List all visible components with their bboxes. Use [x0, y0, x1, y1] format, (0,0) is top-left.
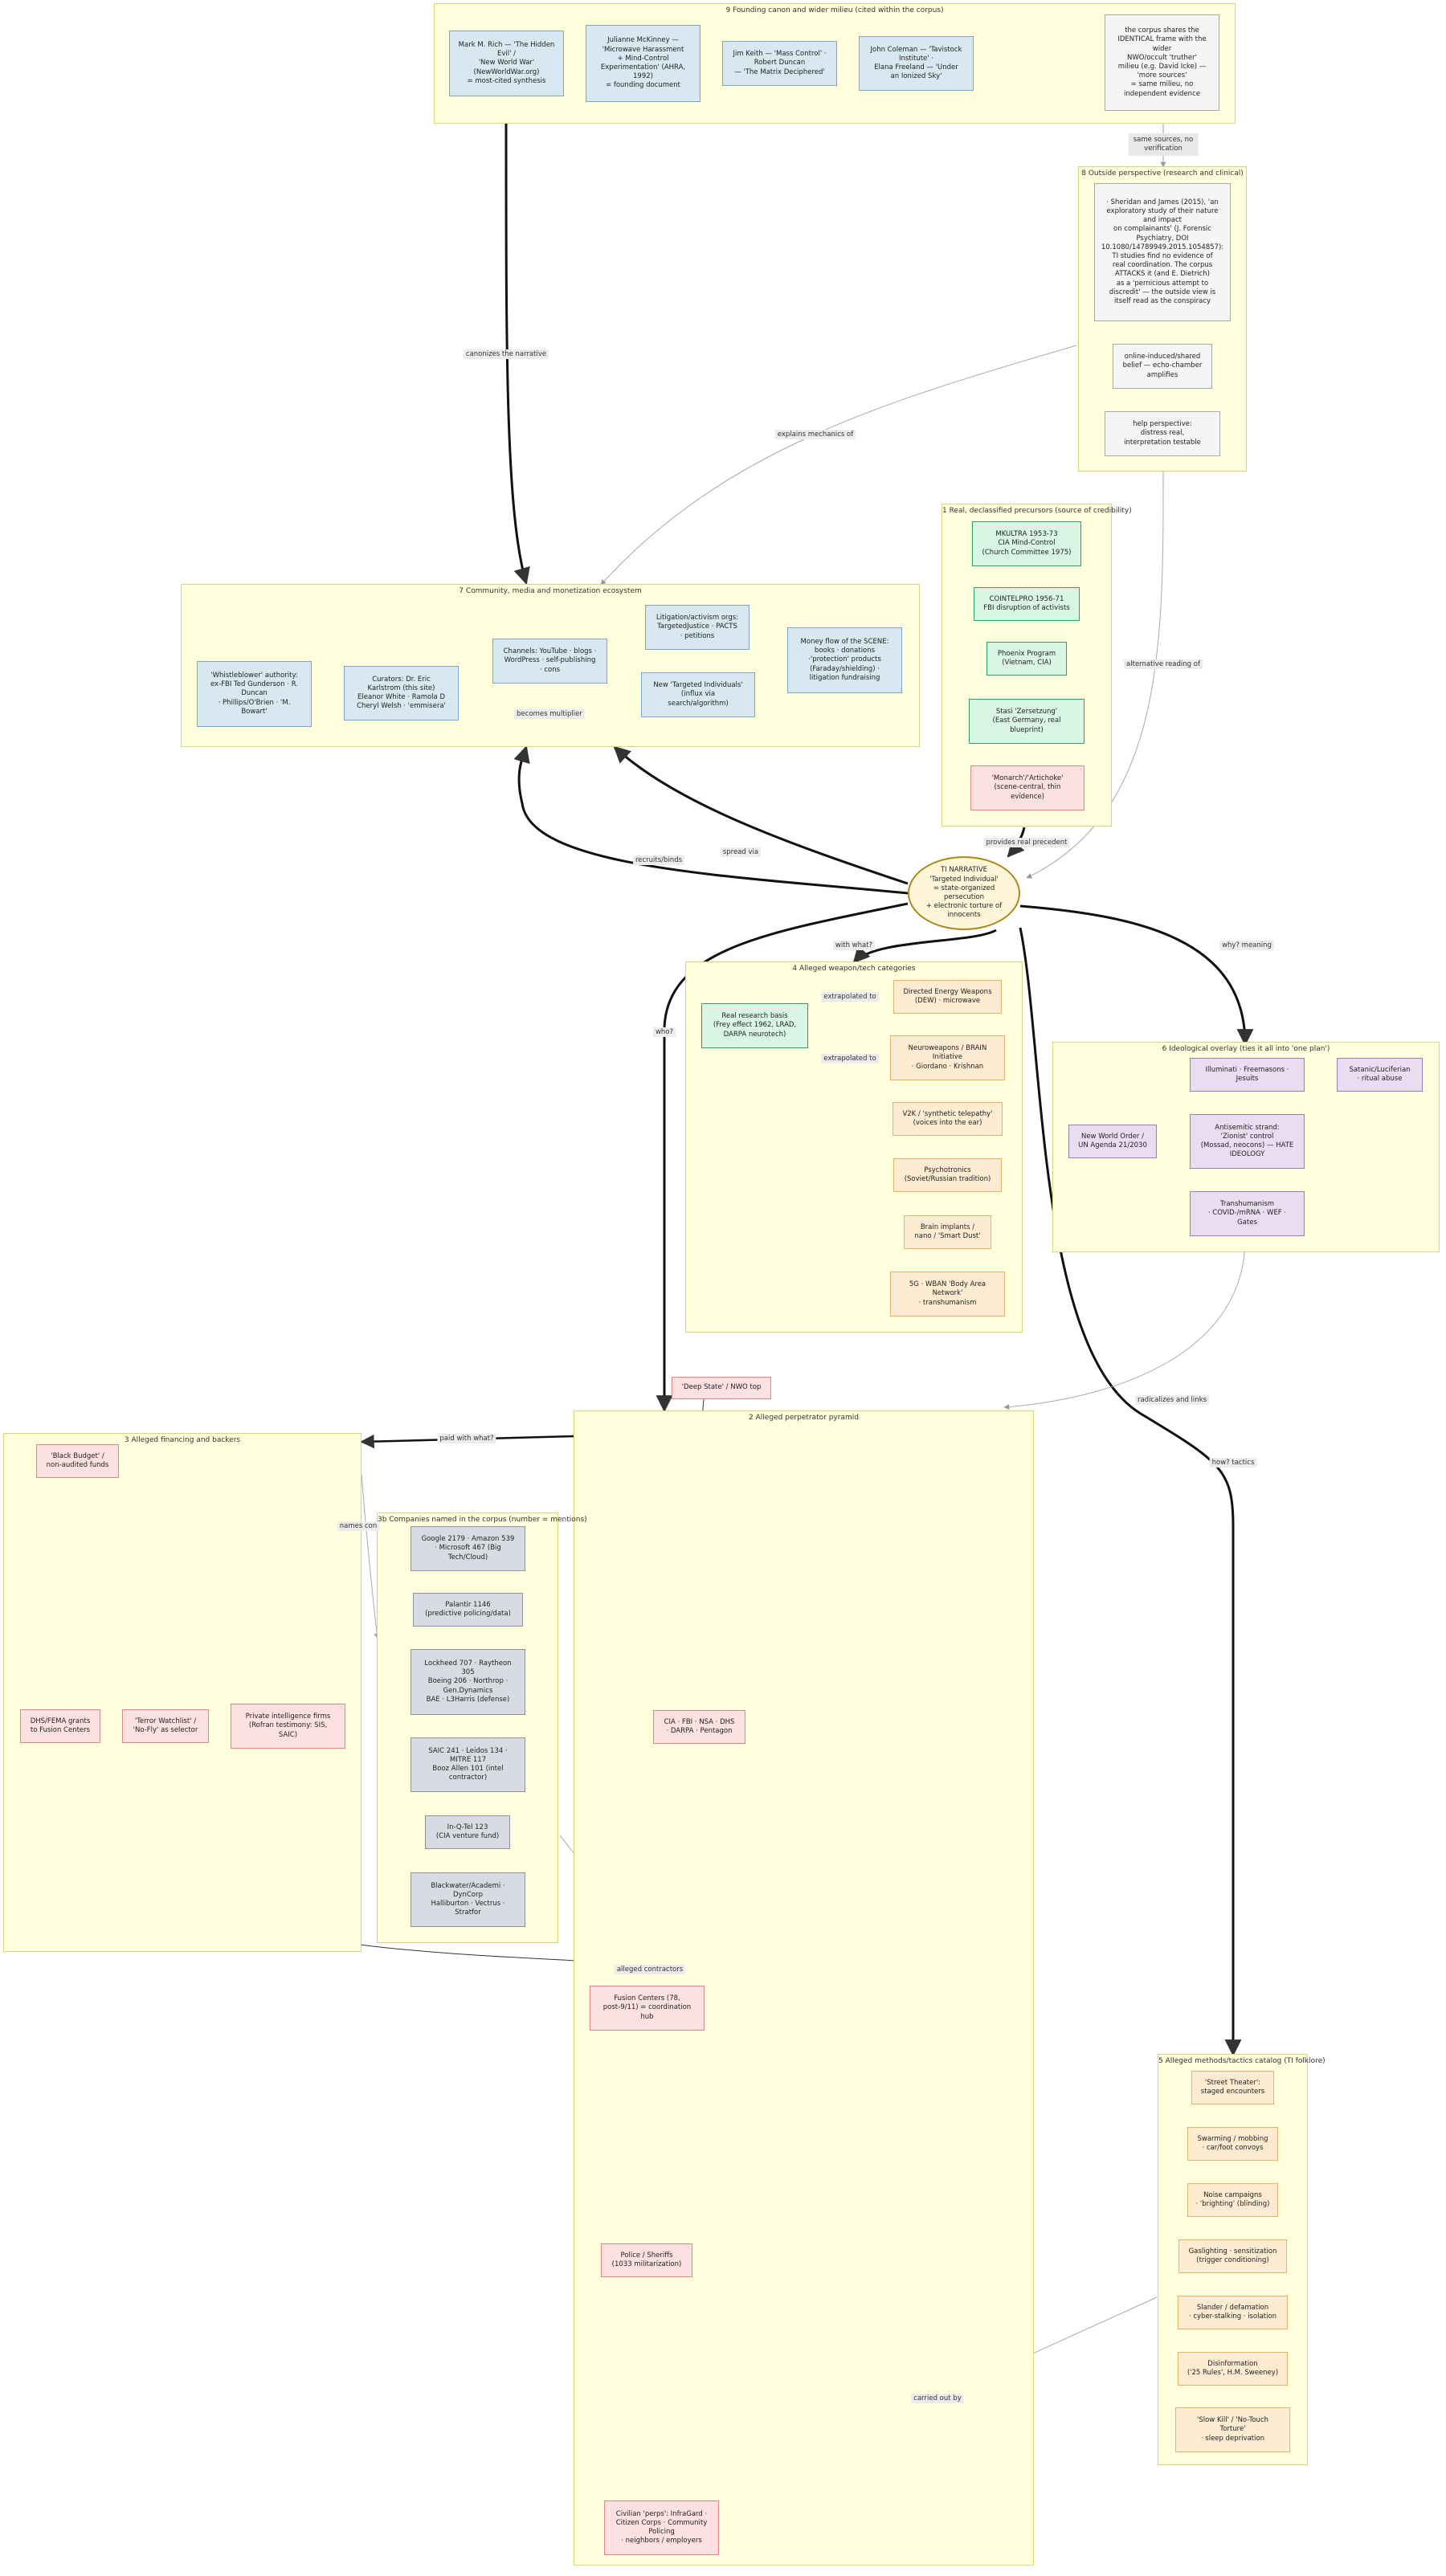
cluster-companies: 3b Companies named in the corpus (number… [377, 1513, 587, 1943]
node-sheridan-james[interactable]: · Sheridan and James (2015), 'an explora… [1094, 183, 1231, 321]
node-satanic[interactable]: Satanic/Luciferian · ritual abuse [1337, 1058, 1423, 1092]
node-private-intel[interactable]: Private intelligence firms (Rofran testi… [231, 1704, 345, 1749]
edge-label-extrap2: extrapolated to [821, 1054, 879, 1063]
node-street-theater[interactable]: 'Street Theater': staged encounters [1191, 2071, 1274, 2104]
edge-label-names: names con [337, 1521, 380, 1531]
node-channels[interactable]: Channels: YouTube · blogs · WordPress · … [492, 639, 607, 684]
cluster-financing: 3 Alleged financing and backers [3, 1433, 362, 1952]
node-blackwater[interactable]: Blackwater/Academi · DynCorp Halliburton… [411, 1872, 525, 1927]
edge-radicalizes [1003, 1238, 1246, 1410]
node-swarming[interactable]: Swarming / mobbing · car/foot convoys [1187, 2127, 1278, 2161]
node-new-ti[interactable]: New 'Targeted Individuals' (influx via s… [641, 672, 755, 717]
node-dhs-fema[interactable]: DHS/FEMA grants to Fusion Centers [20, 1709, 100, 1743]
node-identical-frame[interactable]: the corpus shares the IDENTICAL frame wi… [1105, 14, 1219, 111]
edge-label-whymeaning: why? meaning [1219, 941, 1274, 950]
node-phoenix[interactable]: Phoenix Program (Vietnam, CIA) [986, 642, 1067, 676]
node-deep-state[interactable]: 'Deep State' / NWO top [672, 1377, 771, 1399]
node-dew[interactable]: Directed Energy Weapons (DEW) · microwav… [893, 980, 1002, 1014]
node-terror-watchlist[interactable]: 'Terror Watchlist' / 'No-Fly' as selecto… [122, 1709, 209, 1743]
edge-label-canonizes: canonizes the narrative [463, 349, 549, 359]
edge-label-carried: carried out by [911, 2394, 964, 2403]
node-v2k[interactable]: V2K / 'synthetic telepathy' (voices into… [893, 1102, 1003, 1136]
node-neuroweapons[interactable]: Neuroweapons / BRAIN Initiative · Giorda… [890, 1035, 1005, 1080]
cluster-title: 4 Alleged weapon/tech categories [792, 965, 916, 973]
node-stasi[interactable]: Stasi 'Zersetzung' (East Germany, real b… [969, 699, 1084, 744]
cluster-title: 7 Community, media and monetization ecos… [459, 587, 642, 595]
node-illuminati[interactable]: Illuminati · Freemasons · Jesuits [1190, 1058, 1305, 1092]
edge-label-spread: spread via [720, 847, 762, 857]
edge-label-becomes: becomes multiplier [514, 709, 585, 719]
node-disinformation[interactable]: Disinformation ('25 Rules', H.M. Sweeney… [1178, 2352, 1288, 2386]
edge-label-radicalizes: radicalizes and links [1134, 1395, 1210, 1405]
cluster-title: 3 Alleged financing and backers [124, 1436, 241, 1444]
node-ti-narrative[interactable]: TI NARRATIVE 'Targeted Individual' = sta… [908, 856, 1020, 930]
node-real-research[interactable]: Real research basis (Frey effect 1962, L… [701, 1003, 808, 1048]
cluster-title: 8 Outside perspective (research and clin… [1081, 169, 1244, 178]
node-jim-keith[interactable]: Jim Keith — 'Mass Control' · Robert Dunc… [722, 41, 837, 86]
node-slow-kill[interactable]: 'Slow Kill' / 'No-Touch Torture' · sleep… [1175, 2407, 1290, 2452]
edge-label-extrap1: extrapolated to [821, 992, 879, 1002]
node-slander[interactable]: Slander / defamation · cyber-stalking · … [1178, 2296, 1288, 2329]
node-google-amazon[interactable]: Google 2179 · Amazon 539 · Microsoft 467… [411, 1526, 525, 1571]
node-inqtel[interactable]: In-Q-Tel 123 (CIA venture fund) [425, 1815, 510, 1849]
node-nwo[interactable]: New World Order / UN Agenda 21/2030 [1068, 1125, 1157, 1158]
node-mckinney[interactable]: Julianne McKinney — 'Microwave Harassmen… [586, 25, 701, 102]
node-mark-rich[interactable]: Mark M. Rich — 'The Hidden Evil' / 'New … [449, 31, 564, 96]
node-palantir[interactable]: Palantir 1146 (predictive policing/data) [413, 1593, 523, 1627]
cluster-title: 3b Companies named in the corpus (number… [378, 1516, 587, 1524]
node-mkultra[interactable]: MKULTRA 1953-73 CIA Mind-Control (Church… [972, 521, 1081, 566]
node-civilian-perps[interactable]: Civilian 'perps': InfraGard · Citizen Co… [604, 2500, 719, 2555]
node-fusion-centers[interactable]: Fusion Centers (78, post-9/11) = coordin… [590, 1986, 705, 2031]
node-transhumanism[interactable]: Transhumanism · COVID-/mRNA · WEF · Gate… [1190, 1191, 1305, 1236]
node-whistleblower[interactable]: 'Whistleblower' authority: ex-FBI Ted Gu… [197, 661, 312, 727]
edge-names [361, 1473, 380, 1639]
node-cia-fbi[interactable]: CIA · FBI · NSA · DHS · DARPA · Pentagon [653, 1710, 745, 1744]
edge-label-withwhat: with what? [832, 941, 876, 950]
node-gaslighting[interactable]: Gaslighting · sensitization (trigger con… [1178, 2239, 1287, 2273]
node-saic[interactable]: SAIC 241 · Leidos 134 · MITRE 117 Booz A… [411, 1737, 525, 1792]
node-litigation[interactable]: Litigation/activism orgs: TargetedJustic… [645, 605, 750, 650]
node-black-budget[interactable]: 'Black Budget' / non-audited funds [36, 1444, 119, 1478]
edge-label-contractors: alleged contractors [614, 1965, 686, 1974]
node-money-flow[interactable]: Money flow of the SCENE: books · donatio… [787, 627, 902, 693]
node-antisemitic[interactable]: Antisemitic strand: 'Zionist' control (M… [1190, 1114, 1305, 1169]
edge-label-recruits: recruits/binds [632, 855, 685, 865]
cluster-title: 1 Real, declassified precursors (source … [942, 507, 1132, 515]
node-cointelpro[interactable]: COINTELPRO 1956-71 FBI disruption of act… [974, 587, 1080, 621]
node-5g-wban[interactable]: 5G · WBAN 'Body Area Network' · transhum… [890, 1272, 1005, 1317]
node-help-perspective[interactable]: help perspective: distress real, interpr… [1105, 411, 1220, 456]
edge-label-provides: provides real precedent [983, 838, 1070, 847]
edge-recruits [513, 745, 909, 895]
edge-label-paid: paid with what? [437, 1434, 496, 1443]
node-curators[interactable]: Curators: Dr. Eric Karlstrom (this site)… [344, 666, 459, 721]
node-noise[interactable]: Noise campaigns · 'brighting' (blinding) [1187, 2183, 1278, 2217]
edge-label-alternative: alternative reading of [1124, 659, 1203, 669]
edge-label-same-sources: same sources, no verification [1128, 133, 1199, 157]
node-monarch[interactable]: 'Monarch'/'Artichoke' (scene-central, th… [970, 765, 1084, 810]
edge-label-explains: explains mechanics of [774, 430, 856, 439]
cluster-title: 9 Founding canon and wider milieu (cited… [725, 6, 944, 14]
edge-label-how: how? tactics [1209, 1458, 1257, 1468]
cluster-title: 2 Alleged perpetrator pyramid [749, 1414, 859, 1422]
cluster-title: 6 Ideological overlay (ties it all into … [1162, 1045, 1330, 1053]
edge-withwhat [852, 929, 997, 964]
node-police[interactable]: Police / Sheriffs (1033 militarization) [601, 2243, 692, 2277]
node-brain-implants[interactable]: Brain implants / nano / 'Smart Dust' [904, 1215, 991, 1249]
edge-label-who: who? [652, 1027, 676, 1037]
node-psychotronics[interactable]: Psychotronics (Soviet/Russian tradition) [893, 1158, 1002, 1192]
node-online-belief[interactable]: online-induced/shared belief — echo-cham… [1113, 344, 1212, 389]
node-coleman[interactable]: John Coleman — 'Tavistock Institute' · E… [859, 36, 974, 91]
edge-whymeaning [1019, 904, 1254, 1047]
cluster-title: 5 Alleged methods/tactics catalog (TI fo… [1158, 2057, 1326, 2065]
node-lockheed[interactable]: Lockheed 707 · Raytheon 305 Boeing 206 ·… [411, 1649, 525, 1715]
